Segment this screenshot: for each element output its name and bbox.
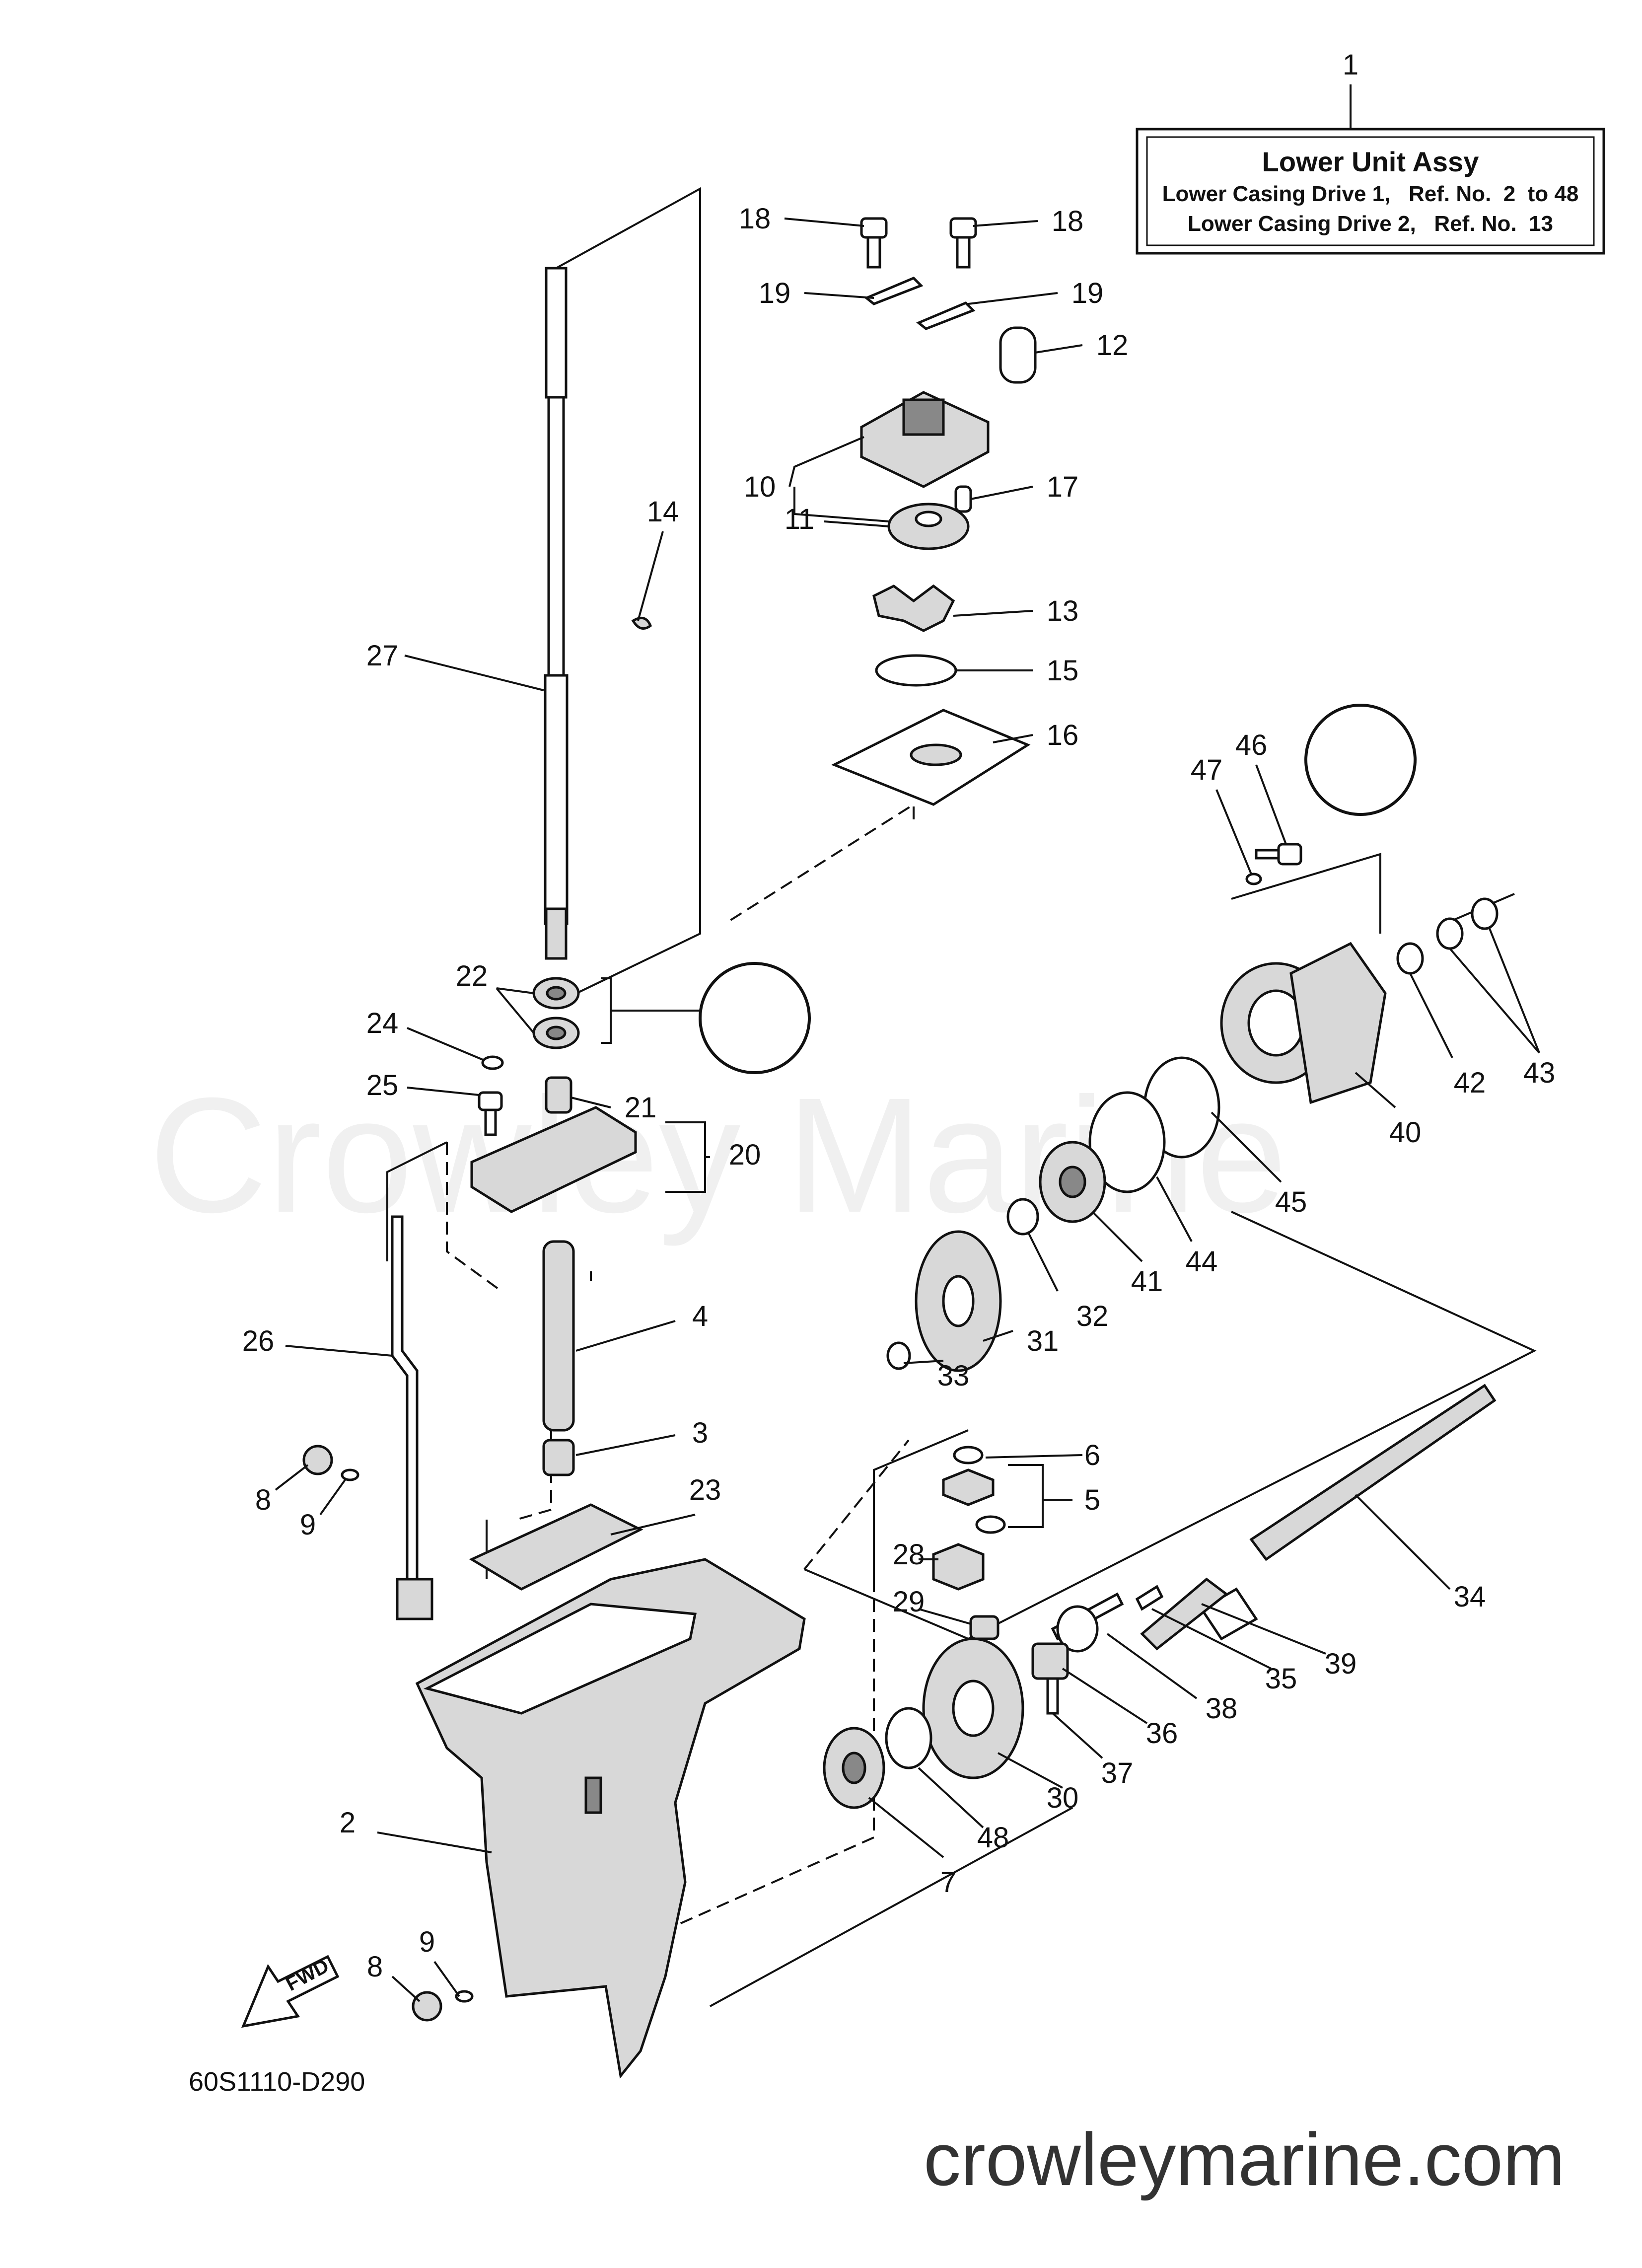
- drive-shaft: [544, 267, 569, 960]
- leader-lines: [275, 218, 1540, 2002]
- callout-39: 39: [1325, 1648, 1357, 1680]
- callout-30: 30: [1047, 1782, 1079, 1814]
- shift-rod: [391, 1215, 433, 1620]
- info-box-title: Lower Unit Assy: [1262, 146, 1479, 177]
- callout-45: 45: [1275, 1186, 1307, 1218]
- callout-7: 7: [940, 1866, 956, 1899]
- callout-3: 3: [692, 1417, 708, 1449]
- oil-seal-housing-group: [470, 962, 811, 1213]
- info-box: Lower Unit Assy Lower Casing Drive 1, Re…: [1136, 84, 1605, 255]
- callout-2: 2: [340, 1807, 356, 1839]
- callout-5: 5: [1084, 1484, 1100, 1516]
- prop-shaft-housing-group: [1006, 704, 1499, 1236]
- water-pump-group: [631, 217, 1037, 806]
- callout-18-left: 18: [739, 203, 771, 235]
- callout-48: 48: [977, 1822, 1009, 1854]
- callout-31: 31: [1027, 1325, 1059, 1357]
- callout-23: 23: [689, 1474, 721, 1506]
- callout-35: 35: [1265, 1663, 1297, 1695]
- site-url: crowleymarine.com: [924, 2118, 1565, 2201]
- callout-34: 34: [1454, 1581, 1486, 1613]
- callout-10: 10: [744, 471, 776, 503]
- info-box-line-1: Lower Casing Drive 1, Ref. No. 2 to 48: [1162, 182, 1579, 206]
- callout-14: 14: [647, 496, 679, 528]
- callout-numbers: 1 18 18 19 19 12 10 17 11 14 13 15 27 16…: [242, 49, 1556, 1983]
- lower-casing: [415, 1558, 806, 2079]
- callout-26: 26: [242, 1325, 275, 1357]
- info-box-line-2: Lower Casing Drive 2, Ref. No. 13: [1188, 212, 1553, 236]
- callout-21: 21: [625, 1092, 657, 1124]
- callout-44: 44: [1186, 1245, 1218, 1278]
- callout-41: 41: [1131, 1265, 1163, 1298]
- callout-16: 16: [1047, 719, 1079, 751]
- callout-4: 4: [692, 1300, 708, 1332]
- callout-24: 24: [366, 1007, 399, 1039]
- drive-shaft-tube-group: [469, 1240, 643, 1591]
- callout-9-bottom: 9: [419, 1926, 435, 1958]
- callout-46: 46: [1235, 729, 1268, 761]
- callout-8-top: 8: [255, 1484, 271, 1516]
- callout-38: 38: [1206, 1692, 1238, 1725]
- callout-28: 28: [893, 1538, 925, 1571]
- callout-6: 6: [1084, 1439, 1100, 1471]
- callout-17: 17: [1047, 471, 1079, 503]
- callout-20: 20: [729, 1139, 761, 1171]
- gear-group: [823, 1230, 1024, 1809]
- callout-27: 27: [366, 640, 399, 672]
- propeller-shaft-group: [1031, 1384, 1497, 1715]
- callout-9-top: 9: [300, 1509, 316, 1541]
- callout-33: 33: [937, 1360, 970, 1392]
- callout-43: 43: [1523, 1057, 1556, 1089]
- callout-37: 37: [1101, 1757, 1134, 1789]
- callout-13: 13: [1047, 595, 1079, 627]
- callout-36: 36: [1146, 1717, 1178, 1750]
- callout-11: 11: [785, 503, 814, 535]
- callout-18-right: 18: [1052, 205, 1084, 237]
- callout-22: 22: [456, 960, 488, 992]
- callout-32: 32: [1076, 1300, 1109, 1332]
- callout-19-right: 19: [1071, 277, 1104, 309]
- fwd-arrow: FWD: [241, 1955, 340, 2028]
- drawing-code: 60S1110-D290: [189, 2067, 365, 2097]
- callout-25: 25: [366, 1069, 399, 1101]
- callout-40: 40: [1389, 1116, 1422, 1149]
- callout-1: 1: [1343, 49, 1358, 81]
- callout-29: 29: [893, 1586, 925, 1618]
- callout-12: 12: [1096, 329, 1129, 362]
- callout-47: 47: [1191, 754, 1223, 786]
- screws-washers: [302, 1445, 474, 2022]
- callout-42: 42: [1454, 1067, 1486, 1099]
- callout-19-left: 19: [759, 277, 791, 309]
- callout-8-bottom: 8: [367, 1951, 383, 1983]
- callout-15: 15: [1047, 655, 1079, 687]
